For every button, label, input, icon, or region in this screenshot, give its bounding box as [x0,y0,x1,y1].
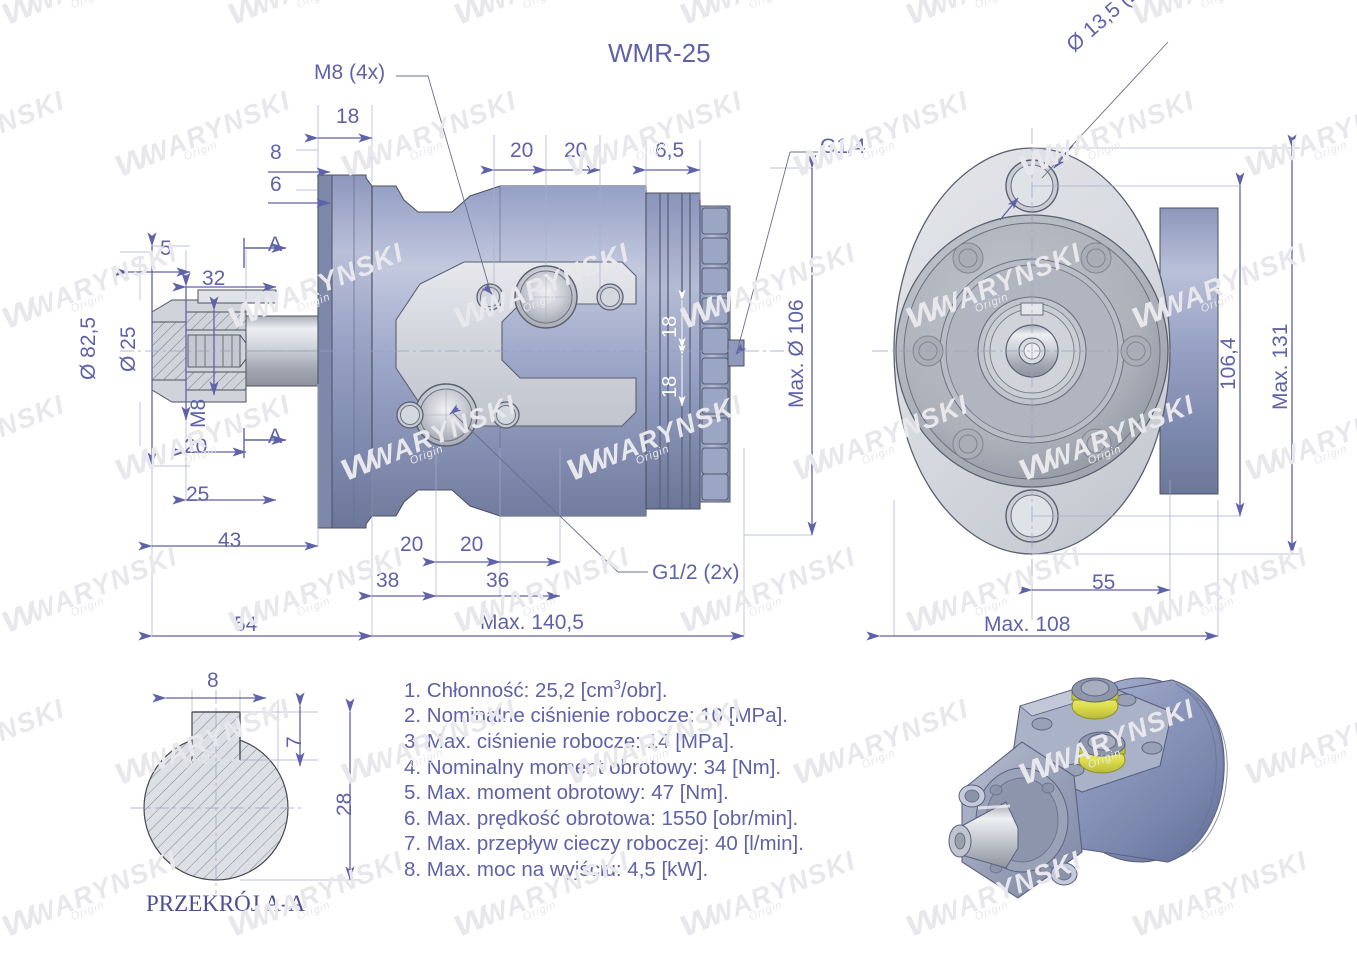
main-view-dimensions [114,75,818,641]
spec-line: 6. Max. prędkość obrotowa: 1550 [obr/min… [404,806,799,830]
dim-dia-82-5: Ø 82,5 [77,316,100,380]
dim-6: 6 [270,173,282,196]
spec-line: 3. Max. ciśnienie robocze: 14 [MPa]. [404,730,735,754]
dim-32: 32 [202,267,226,290]
section-caption: PRZEKRÓJ A-A [146,891,306,916]
section-aa-dimensions [152,690,362,881]
dim-5: 5 [160,237,172,260]
dim-20-bot-b: 20 [460,533,484,556]
label-g1-4: G1/4 [820,135,866,158]
port-flange-plate [395,261,637,447]
dim-38: 38 [376,569,400,592]
section-mark-a-bottom: A [268,425,283,448]
dim-shaft-28: 28 [333,792,356,816]
spec-line: 7. Max. przepływ cieczy roboczej: 40 [l/… [404,832,804,856]
dim-55: 55 [1092,571,1116,594]
dim-43: 43 [218,529,242,552]
m8-holes [396,283,624,429]
dim-dia-25: Ø 25 [117,326,140,372]
dim-max-140-5: Max. 140,5 [480,611,584,634]
dim-max-dia-106: Max. Ø 106 [785,299,808,408]
section-mark-a-top: A [268,233,283,256]
dim-max-108: Max. 108 [984,613,1071,636]
front-view-dimensions [866,41,1300,641]
dim-8: 8 [270,141,282,164]
dim-36: 36 [486,569,510,592]
product-3d-render [948,677,1228,899]
dim-18-top: 18 [336,105,360,128]
dim-54: 54 [234,613,258,636]
dim-key-height: 7 [283,736,306,748]
section-aa-geometry [130,690,302,894]
spec-line: 8. Max. moc na wyjściu: 4,5 [kW]. [404,857,709,881]
dim-18-inner-b: 18 [659,375,681,398]
dim-20-left: 20 [184,435,208,458]
dim-m8-4x: M8 (4x) [314,61,386,84]
dim-25: 25 [186,483,210,506]
port-fitting-lower [1078,731,1126,774]
spec-line: 4. Nominalny moment obrotowy: 34 [Nm]. [404,755,782,779]
spec-line: 5. Max. moment obrotowy: 47 [Nm]. [404,781,729,805]
dim-6-5: 6,5 [655,139,685,162]
front-view-geometry [872,128,1219,578]
output-shaft [151,289,319,403]
page-title: WMR-25 [608,38,711,68]
dim-106-4: 106,4 [1217,337,1240,390]
gerotor-teeth [699,205,731,503]
dim-20-top-a: 20 [510,139,534,162]
main-side-view [151,174,745,529]
dim-20-top-b: 20 [564,139,588,162]
label-g1-2-2x: G1/2 (2x) [652,561,740,584]
dim-max-131: Max. 131 [1269,323,1292,410]
dim-20-bot-a: 20 [400,533,424,556]
dim-18-inner-a: 18 [659,315,681,338]
dim-key-width: 8 [207,669,219,692]
spec-line: 1. Chłonność: 25,2 [cm3/obr]. [404,677,668,702]
specification-list: 1. Chłonność: 25,2 [cm3/obr].2. Nominaln… [404,672,804,883]
dim-m8: M8 [187,398,210,428]
port-fitting-upper [1071,677,1119,720]
spec-line: 2. Nominalne ciśnienie robocze: 10 [MPa]… [404,704,789,728]
